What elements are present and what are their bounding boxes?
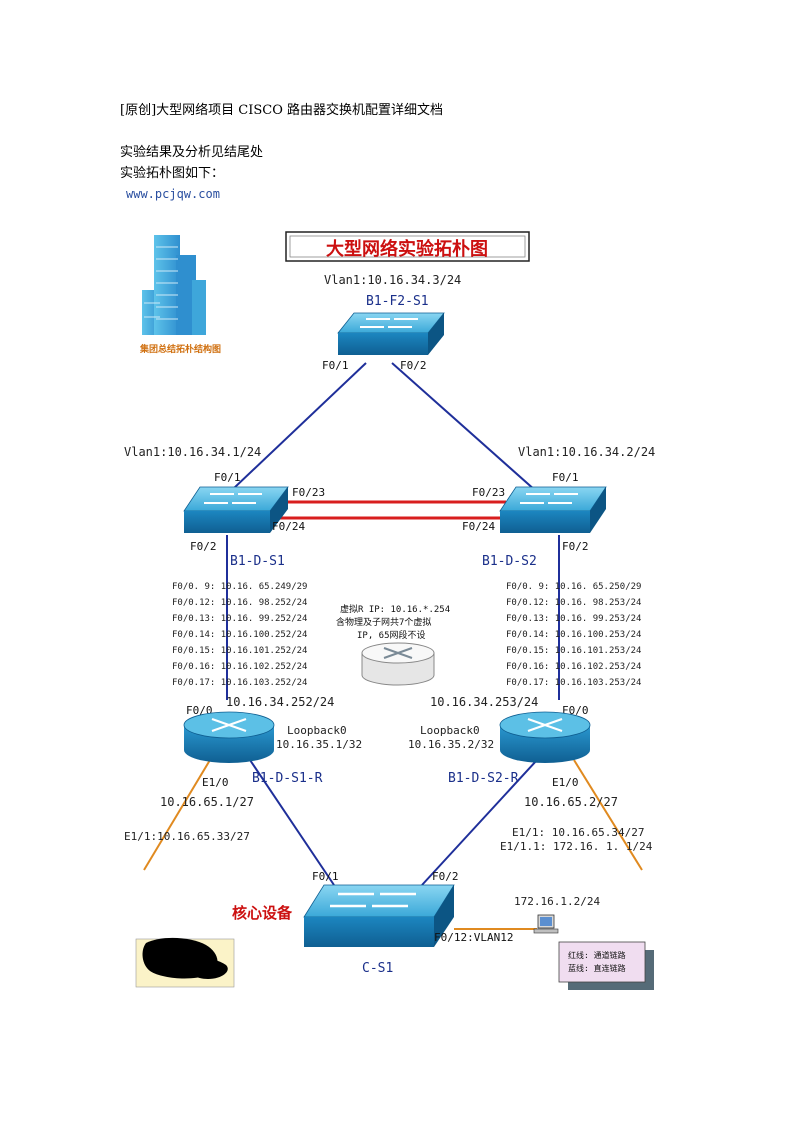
left-switch-port-f01: F0/1 <box>214 471 241 484</box>
links <box>143 362 643 930</box>
left-switch-port-f023: F0/23 <box>292 486 325 499</box>
subinterface-entry: F0/0.16: 10.16.102.253/24 <box>506 662 641 672</box>
link-left-router-external <box>143 759 211 871</box>
pc-icon <box>533 914 559 934</box>
legend-red: 红线: 通道链路 <box>568 950 626 960</box>
link-top-to-right <box>391 362 555 508</box>
document-line-topology: 实验拓朴图如下： <box>120 166 225 181</box>
banner-box <box>285 231 530 262</box>
subinterface-entry: F0/0.15: 10.16.101.252/24 <box>172 646 307 656</box>
core-switch-name: C-S1 <box>362 961 393 976</box>
subinterface-entry: F0/0.14: 10.16.100.252/24 <box>172 630 307 640</box>
virtual-router-line1: 虚拟R IP: 10.16.*.254 <box>340 603 450 615</box>
link-right-router-external <box>573 759 643 871</box>
redacted-mark <box>135 937 235 988</box>
subinterface-entry: F0/0.13: 10.16. 99.253/24 <box>506 614 641 624</box>
left-switch-vlan: Vlan1:10.16.34.1/24 <box>124 445 261 459</box>
left-switch-name: B1-D-S1 <box>230 554 285 569</box>
topology-figure: www.pcjqw.com 大型网络实验拓朴图 集团总结拓朴结构图 Vlan1:… <box>124 187 655 990</box>
pc-ip: 172.16.1.2/24 <box>514 895 600 908</box>
right-switch-port-f02: F0/2 <box>562 540 589 553</box>
link-left-router-to-core <box>249 759 335 886</box>
right-router-loopback-ip: 10.16.35.2/32 <box>408 738 494 751</box>
link-top-to-left <box>213 362 367 508</box>
building-icon <box>142 235 206 335</box>
subinterface-entry: F0/0.16: 10.16.102.252/24 <box>172 662 307 672</box>
left-router-f00-ip: 10.16.34.252/24 <box>226 695 334 709</box>
left-router-e10-ip: 10.16.65.1/27 <box>160 795 254 809</box>
top-switch-name: B1-F2-S1 <box>366 294 429 309</box>
right-router-e10-ip: 10.16.65.2/27 <box>524 795 618 809</box>
top-switch-port-f02: F0/2 <box>400 359 427 372</box>
right-router-e111-ip: E1/1.1: 172.16. 1. 1/24 <box>500 840 653 853</box>
left-router-port-e10: E1/0 <box>202 776 229 789</box>
building-caption: 集团总结拓朴结构图 <box>139 343 221 355</box>
core-switch-icon <box>303 884 455 947</box>
subinterface-entry: F0/0.13: 10.16. 99.252/24 <box>172 614 307 624</box>
subinterface-entry: F0/0.12: 10.16. 98.253/24 <box>506 598 641 608</box>
subinterface-entry: F0/0.14: 10.16.100.253/24 <box>506 630 641 640</box>
legend-blue: 蓝线: 直连链路 <box>568 963 626 973</box>
link-right-router-to-core <box>421 759 538 886</box>
left-switch-port-f024: F0/24 <box>272 520 305 533</box>
core-switch-port-f02: F0/2 <box>432 870 459 883</box>
right-router-f00-ip: 10.16.34.253/24 <box>430 695 538 709</box>
right-router-port-e10: E1/0 <box>552 776 579 789</box>
right-router-icon <box>499 711 591 763</box>
subinterface-entry: F0/0.12: 10.16. 98.252/24 <box>172 598 307 608</box>
right-switch-icon <box>499 486 607 533</box>
banner-title: 大型网络实验拓朴图 <box>326 238 488 260</box>
top-switch-port-f01: F0/1 <box>322 359 349 372</box>
document-title: [原创]大型网络项目 CISCO 路由器交换机配置详细文档 <box>120 103 444 118</box>
document-line-results: 实验结果及分析见结尾处 <box>120 145 264 160</box>
subinterface-entry: F0/0.17: 10.16.103.252/24 <box>172 678 307 688</box>
right-router-name: B1-D-S2-R <box>448 771 519 786</box>
watermark: www.pcjqw.com <box>126 187 220 201</box>
left-router-loopback-ip: 10.16.35.1/32 <box>276 738 362 751</box>
right-router-loopback-label: Loopback0 <box>420 724 480 737</box>
legend-box <box>558 941 646 983</box>
virtual-router-line2: 含物理及子网共7个虚拟 <box>336 616 431 628</box>
subinterface-entry: F0/0. 9: 10.16. 65.249/29 <box>172 582 307 592</box>
right-switch-vlan: Vlan1:10.16.34.2/24 <box>518 445 655 459</box>
left-router-name: B1-D-S1-R <box>252 771 323 786</box>
right-router-e11-ip: E1/1: 10.16.65.34/27 <box>512 826 644 839</box>
virtual-router-line3: IP, 65网段不设 <box>357 629 426 641</box>
right-switch-port-f01: F0/1 <box>552 471 579 484</box>
top-switch-icon <box>337 312 445 355</box>
left-router-icon <box>183 711 275 763</box>
left-switch-port-f02: F0/2 <box>190 540 217 553</box>
left-router-loopback-label: Loopback0 <box>287 724 347 737</box>
left-router-e11-ip: E1/1:10.16.65.33/27 <box>124 830 250 843</box>
right-switch-name: B1-D-S2 <box>482 554 537 569</box>
subinterface-entry: F0/0.17: 10.16.103.253/24 <box>506 678 641 688</box>
right-switch-port-f024: F0/24 <box>462 520 495 533</box>
top-switch-vlan: Vlan1:10.16.34.3/24 <box>324 273 461 287</box>
virtual-router-icon <box>361 642 435 686</box>
core-switch-caption: 核心设备 <box>232 904 293 922</box>
core-switch-port-f012: F0/12:VLAN12 <box>434 931 513 944</box>
right-switch-port-f023: F0/23 <box>472 486 505 499</box>
left-switch-icon <box>183 486 289 533</box>
subinterface-entry: F0/0.15: 10.16.101.253/24 <box>506 646 641 656</box>
subinterface-entry: F0/0. 9: 10.16. 65.250/29 <box>506 582 641 592</box>
core-switch-port-f01: F0/1 <box>312 870 339 883</box>
